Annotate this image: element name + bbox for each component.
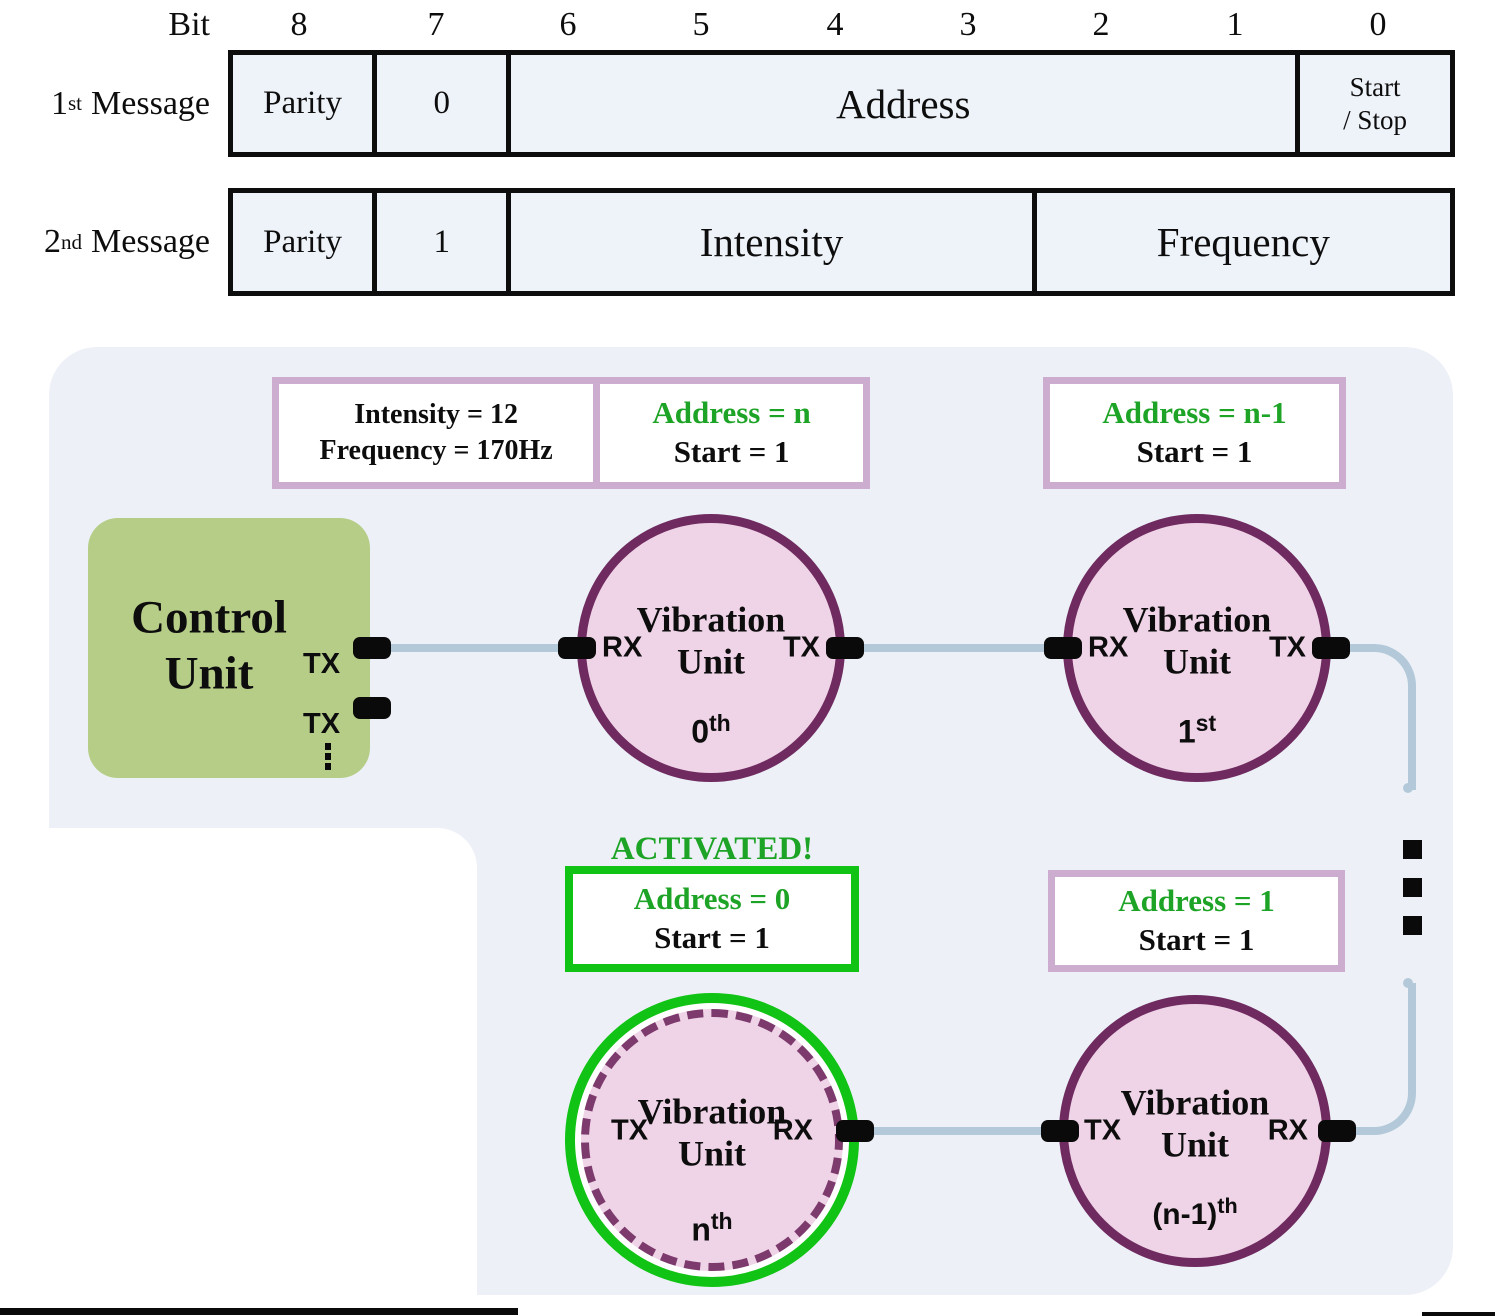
unit-name: Vibration Unit (636, 599, 786, 682)
continuation-dots-icon (1403, 840, 1422, 935)
unit1-rx-connector (1044, 637, 1082, 659)
control-tx2-label: TX (303, 708, 341, 740)
message-2-num: 2 (43, 223, 61, 260)
unit1-ordinal: 1st (1177, 710, 1217, 750)
message-1-ordinal: st (67, 91, 83, 115)
unit-name: Vibration Unit (1122, 599, 1272, 682)
activated-label: ACTIVATED! (610, 831, 814, 867)
command-frequency: Frequency = 170Hz (319, 435, 553, 466)
command-intensity: Intensity = 12 (354, 398, 518, 430)
ellipsis-dots-icon (325, 740, 331, 773)
bit-number: 6 (559, 6, 577, 43)
control-tx1-connector (353, 637, 391, 659)
bit-corner-label: Bit (168, 6, 210, 43)
bit-number: 0 (1369, 6, 1387, 43)
cell-bit7-2: 1 (372, 193, 507, 291)
wire-unit1-down (1345, 644, 1416, 790)
unitN1-tx-connector (1041, 1120, 1079, 1142)
bit-number: 2 (1092, 6, 1110, 43)
message-1-num: 1 (50, 84, 68, 122)
cell-address: Address (506, 55, 1296, 152)
address-value: Address = 1 (1118, 883, 1275, 919)
unit0-rx-connector (558, 637, 596, 659)
unit-name: Vibration Unit (1120, 1082, 1270, 1165)
unit0-ordinal: 0th (691, 710, 731, 750)
wire-unit0-to-unit1 (845, 644, 1063, 652)
control-unit-label: Control Unit (131, 591, 287, 700)
address-box-unitN1: Address = 1 Start = 1 (1048, 870, 1345, 972)
bit-number: 8 (290, 6, 308, 43)
start-value: Start = 1 (673, 434, 790, 469)
start-stop-line2: / Stop (1343, 104, 1407, 135)
address-box-unit1: Address = n-1 Start = 1 (1043, 377, 1346, 489)
start-value: Start = 1 (654, 920, 770, 955)
command-address-box: Intensity = 12 Frequency = 170Hz Address… (272, 377, 870, 489)
vibration-unit-0: Vibration Unit RX TX 0th (577, 514, 845, 782)
bit-number: 3 (959, 6, 977, 43)
cell-parity-1: Parity (233, 55, 373, 152)
wire-down-to-unitN1 (1337, 983, 1416, 1135)
unitN1-tx-label: TX (1084, 1114, 1122, 1147)
address-value: Address = 0 (633, 881, 791, 917)
unitN-rx-connector (836, 1120, 874, 1142)
cell-bit7-1: 0 (372, 55, 507, 152)
cell-parity-2: Parity (233, 193, 373, 291)
address-value: Address = n (652, 395, 811, 431)
wire-cu-to-unit0 (370, 644, 596, 652)
bit-number: 4 (826, 6, 844, 43)
bit-number: 1 (1226, 6, 1244, 43)
bottom-rule-left (0, 1308, 518, 1315)
message-2-ordinal: nd (60, 229, 83, 254)
unit0-tx-label: TX (782, 631, 820, 664)
bottom-rule-right (1422, 1312, 1495, 1316)
message-1-word: Message (91, 84, 210, 122)
unitN1-ordinal: (n-1)th (1152, 1193, 1238, 1231)
vibration-unit-n-dashed-ring: Vibration Unit TX RX nth (581, 1009, 843, 1271)
unit0-tx-connector (826, 637, 864, 659)
start-stop-line1: Start (1349, 72, 1401, 103)
wire-cap-top (1403, 783, 1413, 793)
cell-start-stop: Start / Stop (1295, 55, 1450, 152)
vibration-unit-n: Vibration Unit TX RX nth (565, 993, 859, 1287)
control-tx1-label: TX (303, 648, 341, 680)
unit0-rx-label: RX (602, 631, 643, 664)
cell-intensity: Intensity (506, 193, 1032, 291)
unitN1-rx-label: RX (1267, 1114, 1308, 1147)
unit-name: Vibration Unit (637, 1091, 787, 1174)
unit1-tx-connector (1312, 637, 1350, 659)
vibration-unit-n1: Vibration Unit TX RX (n-1)th (1059, 995, 1331, 1267)
start-value: Start = 1 (1138, 922, 1255, 957)
panel-notch (0, 828, 477, 1316)
unit1-tx-label: TX (1268, 631, 1306, 664)
bit-number: 7 (427, 6, 445, 43)
bit-number-row: 8 7 6 5 4 3 2 1 0 (228, 6, 1455, 46)
message-1-row: Parity 0 Address Start / Stop (228, 50, 1455, 157)
unitN1-rx-connector (1318, 1120, 1356, 1142)
address-box-unitN: Address = 0 Start = 1 (565, 866, 859, 972)
control-tx2-connector (353, 697, 391, 719)
address-box-unit0: Address = n Start = 1 (600, 384, 863, 482)
message-2-word: Message (91, 223, 210, 260)
message-2-row: Parity 1 Intensity Frequency (228, 188, 1455, 296)
command-box: Intensity = 12 Frequency = 170Hz (279, 384, 594, 482)
address-value: Address = n-1 (1102, 395, 1287, 431)
cell-frequency: Frequency (1031, 193, 1451, 291)
unitN-tx-label: TX (611, 1114, 649, 1147)
bit-number: 5 (692, 6, 710, 43)
unit1-rx-label: RX (1088, 631, 1129, 664)
unitN-ordinal: nth (691, 1208, 733, 1248)
vibration-unit-1: Vibration Unit RX TX 1st (1063, 514, 1331, 782)
control-unit: Control Unit TX TX (88, 518, 370, 778)
unitN-rx-label: RX (772, 1114, 813, 1147)
start-value: Start = 1 (1136, 434, 1253, 469)
